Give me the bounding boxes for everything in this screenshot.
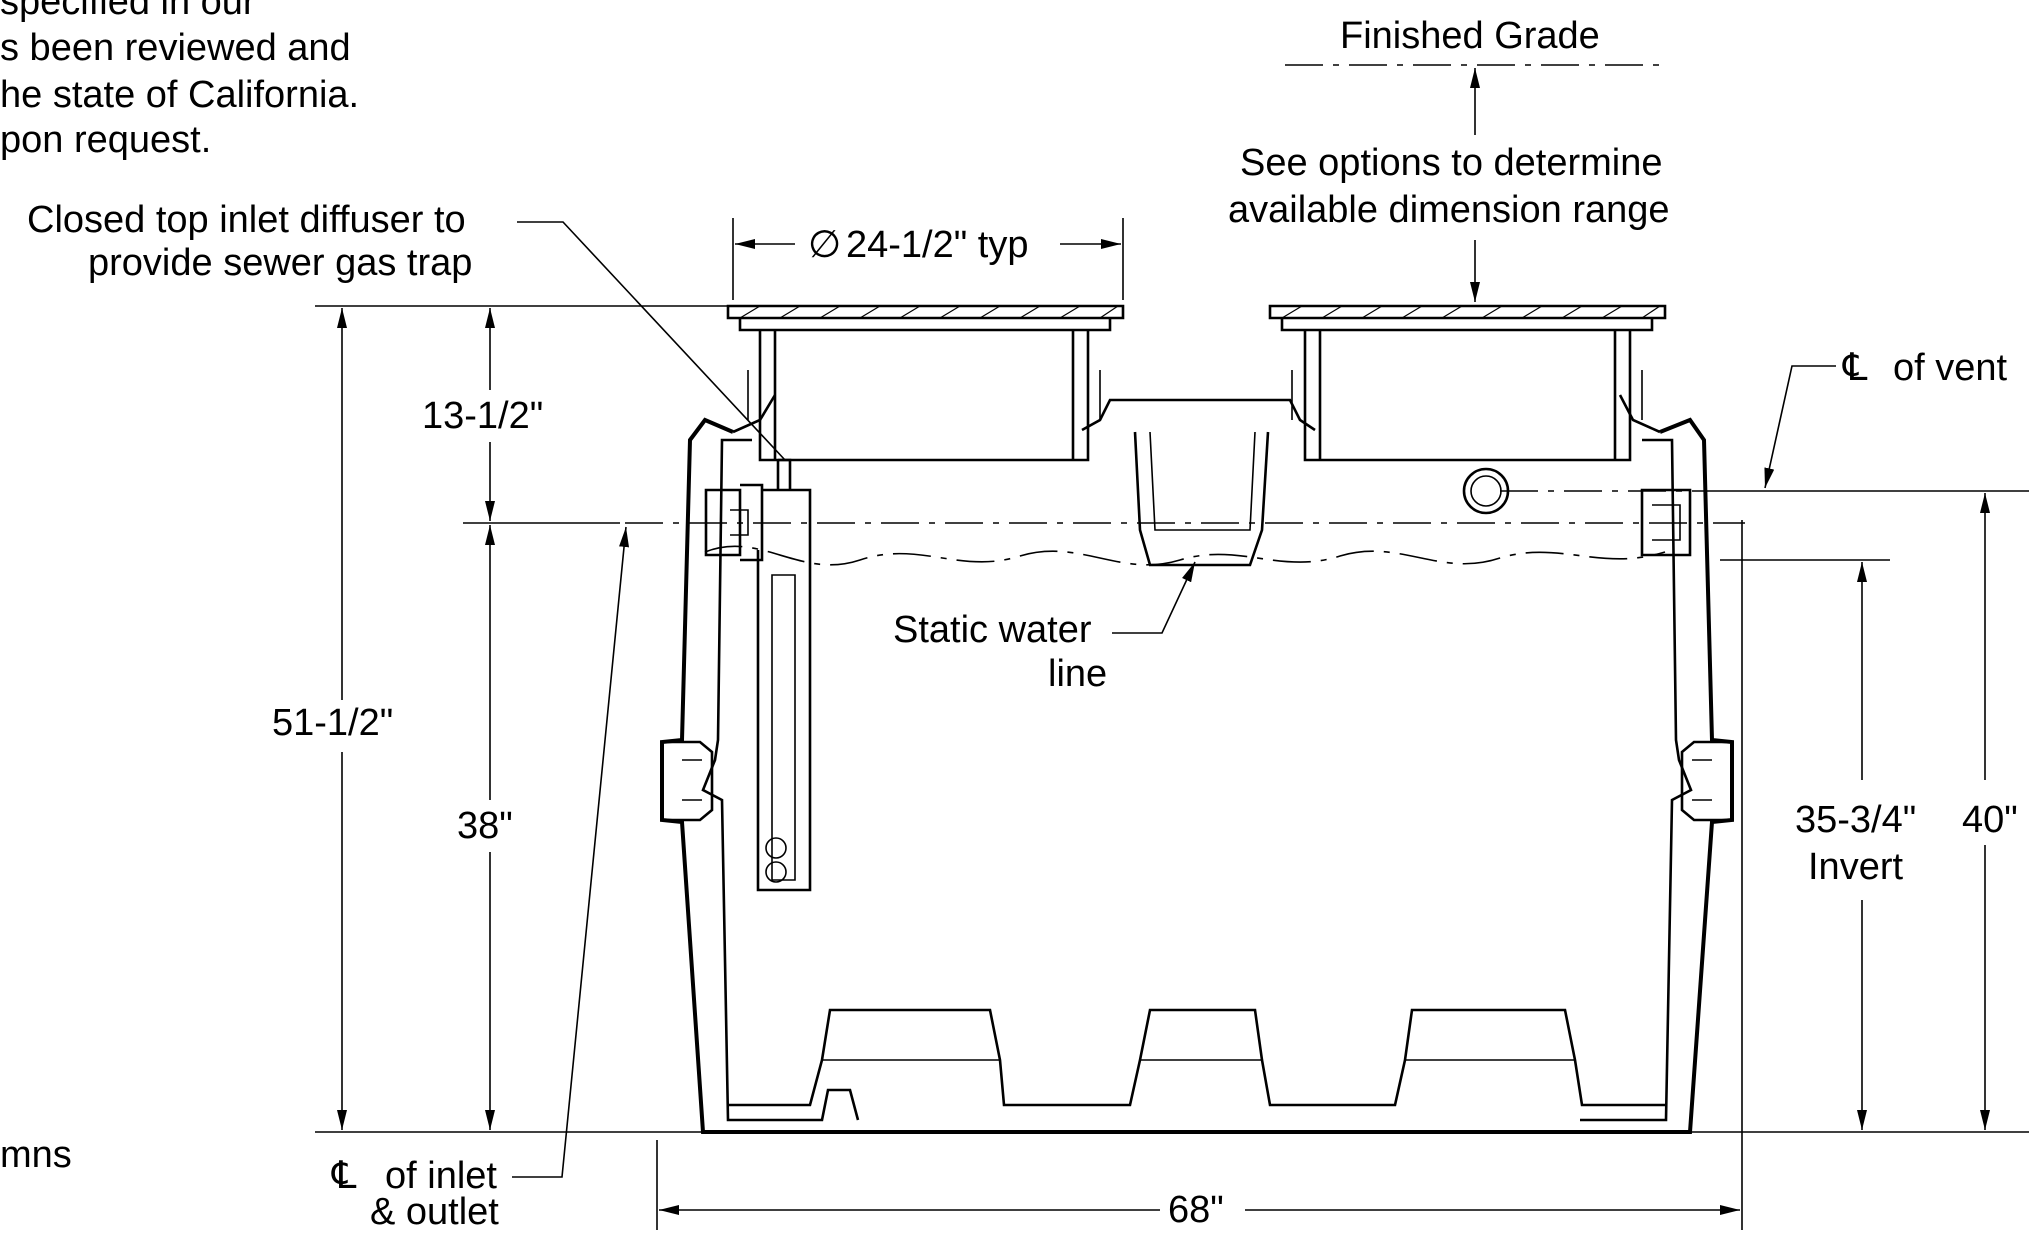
invert-label: Invert <box>1808 846 1903 888</box>
outlet-height-dimension: 35-3/4" <box>1795 799 1916 841</box>
right-riser <box>1268 304 1667 462</box>
cl-vent-symbol: ℄ <box>1842 347 1868 389</box>
note-bottom-left: mns <box>0 1134 72 1176</box>
diffuser-label-line-2: provide sewer gas trap <box>88 242 472 284</box>
outlet-fitting <box>1640 488 1692 557</box>
diffuser-leader-line <box>517 221 786 461</box>
cl-vent-label: of vent <box>1893 347 2008 389</box>
static-water-line <box>704 545 1666 566</box>
top-to-inlet-dimension: 13-1/2" <box>422 395 543 437</box>
inlet-diffuser <box>756 458 812 892</box>
left-riser <box>726 304 1125 462</box>
cl-inlet-label-line-1: of inlet <box>385 1155 497 1197</box>
lid-diameter-dimension: 24-1/2" typ <box>846 224 1029 266</box>
overall-height-dimension: 51-1/2" <box>272 702 393 744</box>
options-note-line-1: See options to determine <box>1240 142 1663 184</box>
vent-port <box>1462 467 1510 515</box>
diffuser-label-line-1: Closed top inlet diffuser to <box>27 199 466 241</box>
overall-width-dimension: 68" <box>1168 1189 1224 1230</box>
cl-inlet-symbol: ℄ <box>331 1155 357 1197</box>
tank-body <box>660 394 1734 1134</box>
cl-vent-leader-line <box>1764 365 1836 489</box>
static-water-label-line-1: Static water <box>893 609 1092 651</box>
cl-inlet-leader-line <box>512 526 630 1178</box>
cl-inlet-label-line-2: & outlet <box>370 1191 499 1230</box>
inlet-fitting <box>704 483 764 562</box>
diameter-symbol: ∅ <box>808 224 841 266</box>
static-water-label-line-2: line <box>1048 653 1107 695</box>
static-water-leader-line <box>1112 561 1196 634</box>
vent-port-inner <box>1470 475 1502 507</box>
options-note-line-2: available dimension range <box>1228 189 1670 231</box>
vent-height-dimension: 40" <box>1962 799 2018 841</box>
finished-grade-label: Finished Grade <box>1340 15 1600 57</box>
note-line-3: he state of California. <box>0 74 359 116</box>
note-line-2: s been reviewed and <box>0 27 351 69</box>
inlet-height-dimension: 38" <box>457 805 513 847</box>
note-line-1: specified in our <box>0 0 256 23</box>
note-line-4: pon request. <box>0 119 211 161</box>
